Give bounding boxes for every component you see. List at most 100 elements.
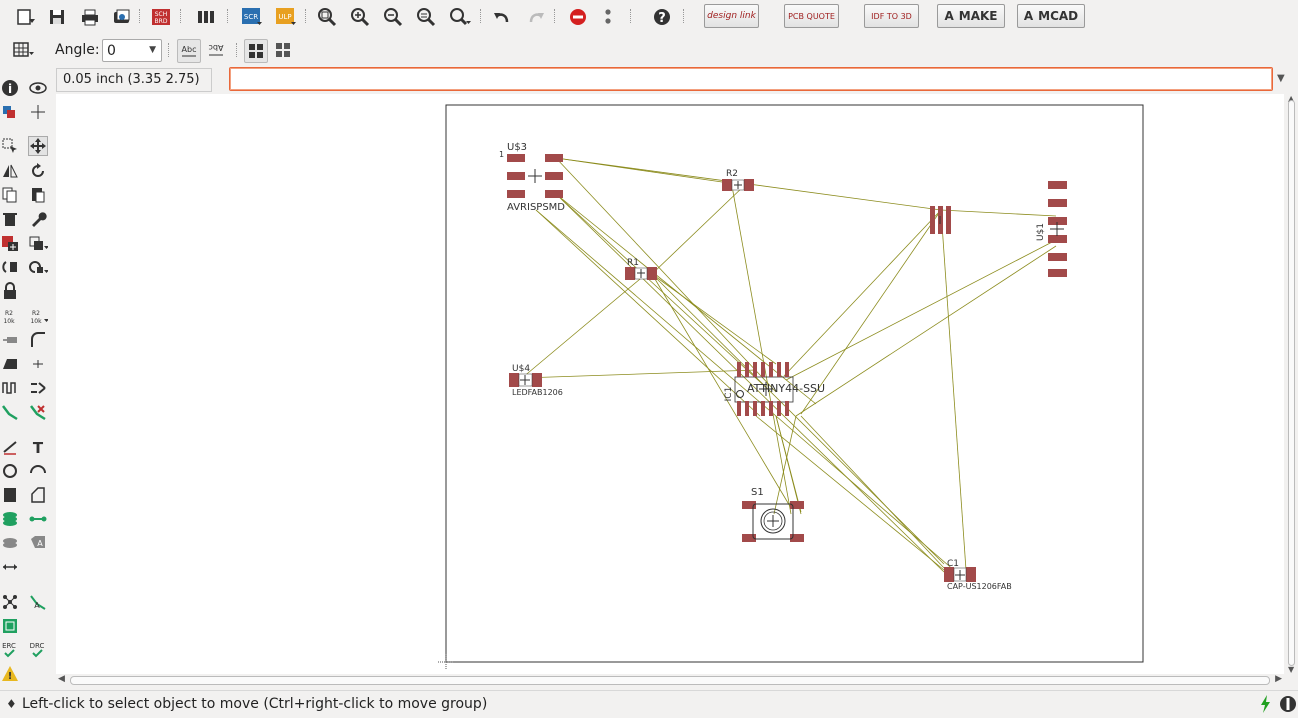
pcb-quote-button[interactable]: PCB QUOTE [784,4,839,28]
horizontal-scroll-thumb[interactable] [70,676,1270,685]
lock-icon[interactable] [0,281,20,301]
angle-select[interactable]: 0 ▼ [102,39,162,62]
rectangle-icon[interactable] [0,485,20,505]
move-icon[interactable] [28,136,48,156]
copy-icon[interactable] [0,185,20,205]
open-icon[interactable] [14,5,38,29]
text-upright-toggle[interactable]: Abc [177,39,201,63]
ripup-route-icon[interactable] [28,402,48,422]
text-icon[interactable]: T [28,437,48,457]
svg-text:Abc: Abc [209,43,224,52]
redo-icon[interactable] [524,5,548,29]
zoom-in-icon[interactable] [348,5,372,29]
horizontal-scrollbar[interactable]: ◀ ▶ [56,674,1284,688]
ulp-icon[interactable]: ULP [274,5,298,29]
svg-text:10k: 10k [30,318,42,325]
erc-icon[interactable]: ERC [0,640,20,660]
dimension-icon[interactable] [0,557,20,577]
board-canvas[interactable]: 1 U$3 AVRISPSMD R2 R1 [56,94,1284,674]
script-icon[interactable]: SCR [240,5,264,29]
go-icon[interactable] [596,5,620,29]
layer-opt-1-toggle[interactable] [244,39,268,63]
make-button[interactable]: A MAKE [937,4,1005,28]
text-mirror-toggle[interactable]: Abc [205,39,229,63]
wire-icon[interactable] [0,437,20,457]
zoom-out-icon[interactable] [381,5,405,29]
status-bar: ♦ Left-click to select object to move (C… [0,690,1298,718]
via-icon[interactable] [0,509,20,529]
warning-icon[interactable]: ! [0,664,20,684]
svg-text:DRC: DRC [30,642,45,650]
show-icon[interactable] [28,78,48,98]
select-icon[interactable] [0,136,20,156]
signal-icon[interactable] [28,509,48,529]
paste-icon[interactable] [28,185,48,205]
wrench-icon[interactable] [28,209,48,229]
ripup-icon[interactable] [28,378,48,398]
library-icon[interactable] [194,5,218,29]
grid-icon[interactable] [12,38,36,62]
route-icon[interactable] [0,402,20,422]
idf-to-3d-button[interactable]: IDF TO 3D [864,4,919,28]
scroll-up-icon[interactable]: ▲ [1288,94,1295,103]
scroll-down-icon[interactable]: ▼ [1288,665,1295,674]
chevron-down-icon[interactable]: ▼ [1277,73,1285,84]
c1-name-label: C1 [947,559,959,569]
replace-icon[interactable] [28,233,48,253]
coordinate-display: 0.05 inch (3.35 2.75) [56,68,212,92]
miter-icon[interactable] [28,330,48,350]
airwires [521,157,1057,573]
arc-icon[interactable] [28,461,48,481]
design-link-button[interactable]: design link [704,4,759,28]
print-icon[interactable] [78,5,102,29]
layer-opt-2-toggle[interactable] [272,39,296,63]
mark-icon[interactable] [28,102,48,122]
pcb-quote-label: PCB QUOTE [788,11,835,21]
ratsnest-icon[interactable] [0,592,20,612]
zoom-select-icon[interactable] [449,5,473,29]
optimize-icon[interactable] [28,354,48,374]
mirror-icon[interactable] [0,161,20,181]
rotate-icon[interactable] [28,161,48,181]
info-icon[interactable]: i [0,78,20,98]
svg-text:BRD: BRD [155,18,168,25]
smash-icon[interactable] [0,330,20,350]
board-outline [445,104,1144,663]
add-icon[interactable] [0,233,20,253]
meander-icon[interactable] [0,378,20,398]
scroll-left-icon[interactable]: ◀ [58,674,65,684]
c1-value-label: CAP-US1206FAB [947,582,1012,591]
mcad-button[interactable]: A MCAD [1017,4,1085,28]
stop-command-icon[interactable] [1278,694,1298,714]
scroll-right-icon[interactable]: ▶ [1275,674,1282,684]
lightning-icon[interactable] [1256,694,1276,714]
save-icon[interactable] [45,5,69,29]
help-icon[interactable]: ? [650,5,674,29]
stop-icon[interactable] [566,5,590,29]
circle-icon[interactable] [0,461,20,481]
delete-icon[interactable] [0,209,20,229]
attribute-icon[interactable]: A [28,533,48,553]
swap-icon[interactable] [0,257,20,277]
cam-icon[interactable] [110,5,134,29]
zoom-redraw-icon[interactable] [414,5,438,29]
polygon-icon[interactable] [28,485,48,505]
command-input[interactable] [229,67,1273,91]
hole-icon[interactable] [0,533,20,553]
svg-text:SCR: SCR [244,13,258,21]
undo-icon[interactable] [490,5,514,29]
vertical-scrollbar[interactable]: ▲ ▼ [1285,94,1298,674]
vertical-scroll-thumb[interactable] [1288,100,1295,666]
drc-board-icon[interactable] [0,616,20,636]
split-icon[interactable] [0,354,20,374]
display-layers-icon[interactable] [0,102,20,122]
lock-rotate-icon[interactable] [28,257,48,277]
pin1-marker: 1 [499,150,504,159]
zoom-fit-icon[interactable] [315,5,339,29]
autorouter-icon[interactable]: A [28,592,48,612]
drc-icon[interactable]: DRC [28,640,48,660]
